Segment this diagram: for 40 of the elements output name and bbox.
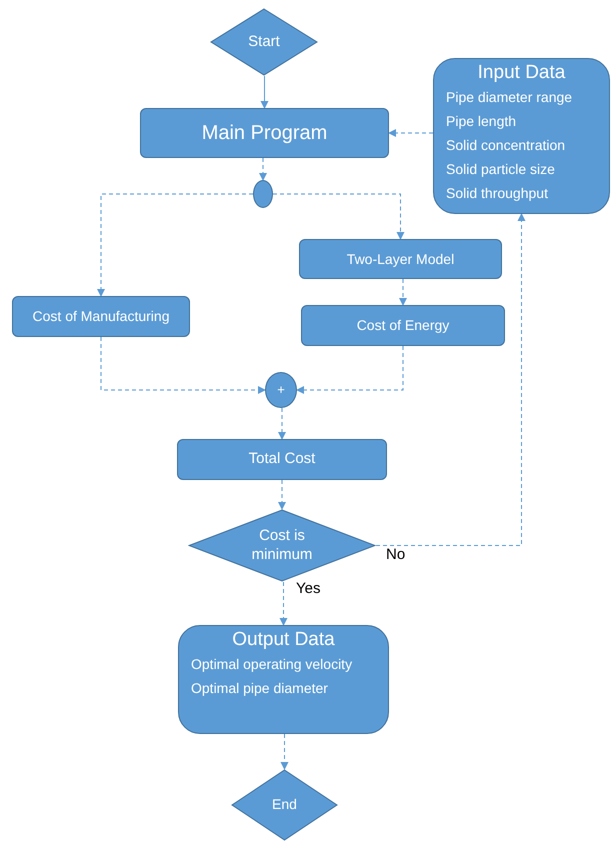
node-label: End — [271, 796, 298, 814]
arrow — [259, 158, 267, 181]
node-label: Cost is minimum — [250, 526, 314, 564]
box-text: Pipe diameter range — [446, 88, 574, 107]
connector-circle — [265, 372, 297, 408]
node-label: Cost of Energy — [356, 316, 450, 335]
box-text: Optimal pipe diameter — [191, 679, 329, 698]
box-heading: Input Data — [476, 61, 566, 85]
arrow — [399, 278, 407, 306]
arrow — [100, 336, 266, 394]
arrow — [296, 346, 404, 394]
arrow — [260, 76, 268, 109]
arrow — [280, 734, 288, 770]
data-box — [433, 58, 610, 214]
arrow — [272, 194, 404, 240]
process-box — [299, 239, 502, 279]
data-box — [178, 625, 389, 734]
box-text: Solid throughput — [446, 184, 549, 203]
process-box — [140, 108, 389, 158]
arrow — [278, 408, 286, 440]
box-heading: Output Data — [231, 628, 336, 652]
connector-circle — [253, 180, 273, 208]
arrow — [388, 129, 434, 137]
node-label: Main Program — [202, 121, 328, 146]
node-label: Two-Layer Model — [346, 250, 454, 269]
box-text: Pipe length — [446, 112, 518, 131]
arrow — [97, 194, 254, 297]
box-text: Optimal operating velocity — [191, 655, 354, 674]
arrow — [278, 480, 286, 510]
box-text: Solid particle size — [446, 160, 556, 179]
box-text: Solid concentration — [446, 136, 566, 155]
process-box — [177, 439, 387, 480]
process-box — [301, 305, 505, 346]
arrow — [280, 582, 288, 626]
node-label: Cost of Manufacturing — [32, 307, 170, 326]
arrow — [376, 213, 526, 546]
node-label: + — [277, 381, 285, 400]
node-label: Start — [247, 32, 281, 52]
node-label: Total Cost — [248, 449, 316, 470]
process-box — [12, 296, 190, 337]
